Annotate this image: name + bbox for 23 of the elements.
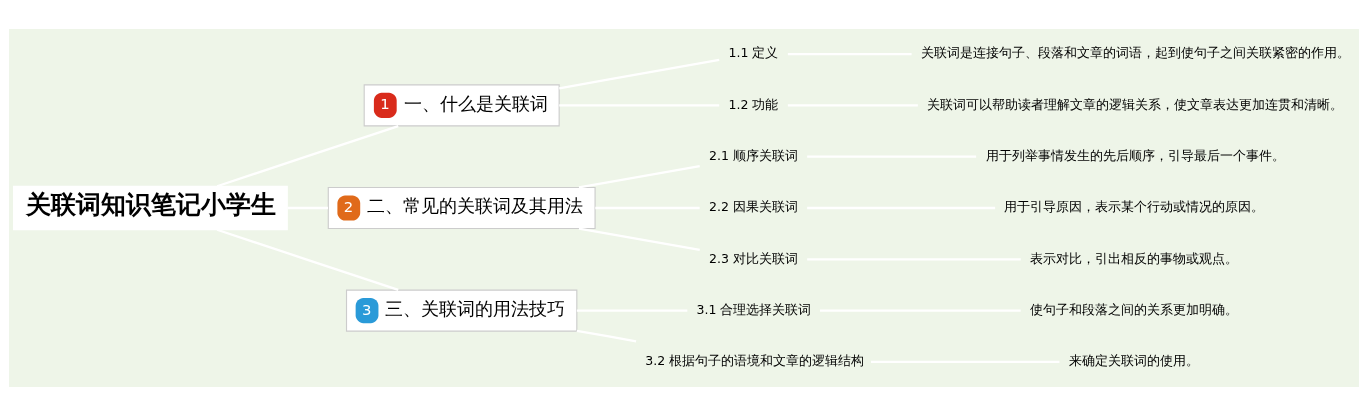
node-text: 3.2 根据句子的语境和文章的逻辑结构 xyxy=(645,352,865,368)
connector xyxy=(216,228,399,291)
connector xyxy=(576,329,637,342)
node-text: 来确定关联词的使用。 xyxy=(1068,352,1199,368)
node-text: 用于列举事情发生的先后顺序，引导最后一个事件。 xyxy=(985,147,1285,163)
node-text: 用于引导原因，表示某个行动或情况的原因。 xyxy=(1004,198,1265,214)
node-box: 3 三、关联词的用法技巧 xyxy=(345,289,578,332)
node-text: 关联词可以帮助读者理解文章的逻辑关系，使文章表达更加连贯和清晰。 xyxy=(927,96,1344,112)
node-text: 使句子和段落之间的关系更加明确。 xyxy=(1030,301,1239,317)
node-text: 2.3 对比关联词 xyxy=(709,250,798,265)
node-text: 2.2 因果关联词 xyxy=(709,198,798,214)
connector xyxy=(216,124,399,187)
node-text: 1.2 功能 xyxy=(728,96,779,112)
node-box: 2 二、常见的关联词及其用法 xyxy=(327,186,596,229)
connector xyxy=(578,164,700,189)
node-text: 表示对比，引出相反的事物或观点。 xyxy=(1030,250,1239,265)
connector xyxy=(578,226,700,251)
node-text: 1.1 定义 xyxy=(728,44,779,60)
connector xyxy=(559,58,720,89)
node-text: 3.1 合理选择关联词 xyxy=(696,301,812,317)
node-box: 1 一、什么是关联词 xyxy=(363,83,560,126)
node-text: 2.1 顺序关联词 xyxy=(709,147,798,163)
node-text: 关联词是连接句子、段落和文章的词语，起到使句子之间关联紧密的作用。 xyxy=(921,44,1351,60)
